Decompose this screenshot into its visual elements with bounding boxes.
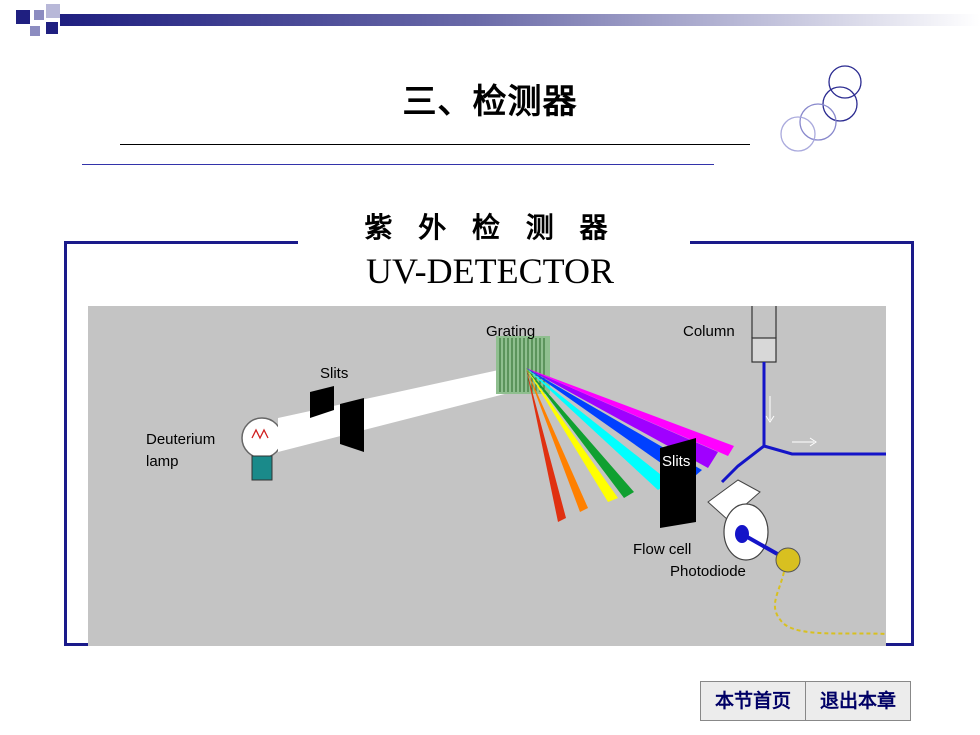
label-flow-cell: Flow cell	[633, 541, 691, 558]
uv-detector-diagram: Grating Column Slits Deuterium lamp Flow…	[88, 306, 886, 646]
title-divider-blue	[82, 164, 714, 165]
grating-icon	[496, 336, 550, 394]
exit-chapter-button[interactable]: 退出本章	[805, 682, 910, 720]
decorative-circles-icon	[780, 65, 862, 152]
slit-right	[660, 438, 696, 528]
slide-title: 三、检测器	[402, 82, 578, 122]
spectrum-fan	[526, 368, 734, 522]
column-icon	[720, 306, 886, 484]
diagram-background	[88, 306, 886, 646]
label-slits-left: Slits	[320, 365, 348, 382]
slit-left-b	[340, 398, 364, 452]
subtitle-chinese: 紫 外 检 测 器	[364, 211, 616, 244]
deuterium-lamp-icon	[241, 417, 283, 481]
title-divider	[120, 144, 750, 145]
label-lamp: lamp	[146, 453, 179, 470]
label-grating: Grating	[486, 323, 535, 340]
top-decoration-bar	[16, 4, 980, 36]
section-home-button[interactable]: 本节首页	[715, 690, 792, 712]
label-column: Column	[683, 323, 735, 340]
flow-cell-icon	[707, 479, 789, 562]
slit-left-a	[310, 386, 334, 418]
label-deuterium: Deuterium	[146, 431, 215, 448]
nav-button-group: 本节首页 退出本章	[700, 681, 912, 721]
label-slits-right: Slits	[662, 453, 690, 470]
subtitle-english: UV-DETECTOR	[365, 251, 614, 291]
photodiode-icon	[773, 547, 886, 635]
label-photodiode: Photodiode	[670, 563, 746, 580]
deco-square-icon	[16, 10, 30, 24]
